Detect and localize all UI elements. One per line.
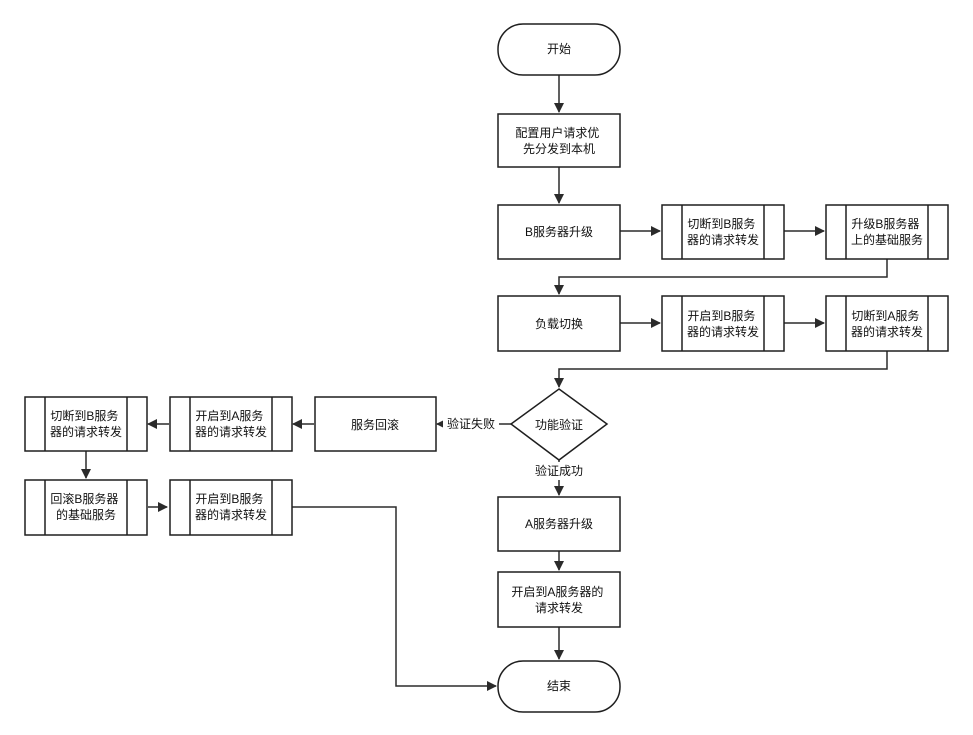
edge-openB-end <box>292 506 497 691</box>
node-upgrade-b-base-line1: 升级B服务器 <box>851 216 919 231</box>
node-rb-cut-b-line2: 器的请求转发 <box>50 424 122 439</box>
node-cut-a-line1: 切断到A服务 <box>851 308 919 323</box>
node-a-upgrade: A服务器升级 <box>497 496 621 552</box>
svg-text:A服务器升级: A服务器升级 <box>525 516 593 531</box>
node-upgrade-b-base-line2: 上的基础服务 <box>851 232 923 247</box>
svg-text:切断到A服务 器的请求转发: 切断到A服务 器的请求转发 <box>851 308 923 339</box>
node-start: 开始 <box>497 23 621 76</box>
node-rb-open-b-line1: 开启到B服务 <box>195 491 263 506</box>
node-open-b: 开启到B服务 器的请求转发 <box>661 295 785 352</box>
svg-text:功能验证: 功能验证 <box>535 417 583 432</box>
svg-text:开启到A服务器的 请求转发: 开启到A服务器的 请求转发 <box>511 584 606 615</box>
svg-text:开启到A服务 器的请求转发: 开启到A服务 器的请求转发 <box>195 408 267 439</box>
node-open-a-final: 开启到A服务器的 请求转发 <box>497 571 621 628</box>
node-cut-b-line2: 器的请求转发 <box>687 232 759 247</box>
svg-text:回滚B服务器 的基础服务: 回滚B服务器 的基础服务 <box>50 491 121 522</box>
node-verify: 功能验证 <box>509 388 609 461</box>
svg-text:负载切换: 负载切换 <box>535 317 583 331</box>
svg-text:切断到B服务 器的请求转发: 切断到B服务 器的请求转发 <box>687 216 759 247</box>
node-rb-open-b-line2: 器的请求转发 <box>195 507 267 522</box>
node-rb-open-a: 开启到A服务 器的请求转发 <box>169 396 293 452</box>
node-start-label: 开始 <box>547 42 571 56</box>
node-rb-base: 回滚B服务器 的基础服务 <box>24 479 148 536</box>
connectors <box>81 75 888 691</box>
node-end-label: 结束 <box>547 679 571 693</box>
node-rb-cut-b-line1: 切断到B服务 <box>50 408 118 423</box>
node-rollback-label: 服务回滚 <box>351 417 399 432</box>
edge-label-fail-text: 验证失败 <box>447 416 495 431</box>
svg-text:配置用户请求优 先分发到本机: 配置用户请求优 先分发到本机 <box>515 125 602 156</box>
node-end: 结束 <box>497 660 621 713</box>
node-rb-open-a-line1: 开启到A服务 <box>195 408 263 423</box>
node-rb-open-b: 开启到B服务 器的请求转发 <box>169 479 293 536</box>
node-open-b-line1: 开启到B服务 <box>687 308 755 323</box>
node-b-upgrade-label: B服务器升级 <box>525 224 593 239</box>
edge-label-fail: 验证失败 <box>443 415 499 433</box>
node-verify-label: 功能验证 <box>535 417 583 432</box>
node-open-a-final-line1: 开启到A服务器的 <box>511 584 603 599</box>
svg-text:开启到B服务 器的请求转发: 开启到B服务 器的请求转发 <box>687 308 759 339</box>
node-open-b-line2: 器的请求转发 <box>687 324 759 339</box>
edge-label-success-text: 验证成功 <box>535 463 583 478</box>
edge-upgradebase-loadswitch <box>554 259 888 295</box>
node-config: 配置用户请求优 先分发到本机 <box>497 113 621 168</box>
node-rb-open-a-line2: 器的请求转发 <box>195 424 267 439</box>
node-load-switch-label: 负载切换 <box>535 317 583 331</box>
node-open-a-final-line2: 请求转发 <box>535 600 583 615</box>
node-cut-b: 切断到B服务 器的请求转发 <box>661 204 785 260</box>
node-load-switch: 负载切换 <box>497 295 621 352</box>
edge-label-success: 验证成功 <box>530 462 588 480</box>
node-cut-a: 切断到A服务 器的请求转发 <box>825 295 949 352</box>
svg-text:切断到B服务 器的请求转发: 切断到B服务 器的请求转发 <box>50 408 122 439</box>
node-config-line1: 配置用户请求优 <box>515 125 599 140</box>
svg-text:服务回滚: 服务回滚 <box>351 417 399 432</box>
node-a-upgrade-label: A服务器升级 <box>525 516 593 531</box>
node-rb-base-line1: 回滚B服务器 <box>50 491 118 506</box>
svg-text:开始: 开始 <box>547 42 571 56</box>
node-config-line2: 先分发到本机 <box>523 141 595 156</box>
node-cut-a-line2: 器的请求转发 <box>851 324 923 339</box>
node-cut-b-line1: 切断到B服务 <box>687 216 755 231</box>
svg-text:B服务器升级: B服务器升级 <box>525 224 593 239</box>
svg-text:开启到B服务 器的请求转发: 开启到B服务 器的请求转发 <box>195 491 267 522</box>
node-rb-cut-b: 切断到B服务 器的请求转发 <box>24 396 148 452</box>
node-rb-base-line2: 的基础服务 <box>56 507 116 522</box>
node-b-upgrade: B服务器升级 <box>497 204 621 260</box>
svg-text:结束: 结束 <box>547 679 571 693</box>
node-rollback: 服务回滚 <box>314 396 437 452</box>
svg-text:升级B服务器 上的基础服务: 升级B服务器 上的基础服务 <box>851 216 923 247</box>
edge-cuta-verify <box>554 351 888 388</box>
node-upgrade-b-base: 升级B服务器 上的基础服务 <box>825 204 949 260</box>
